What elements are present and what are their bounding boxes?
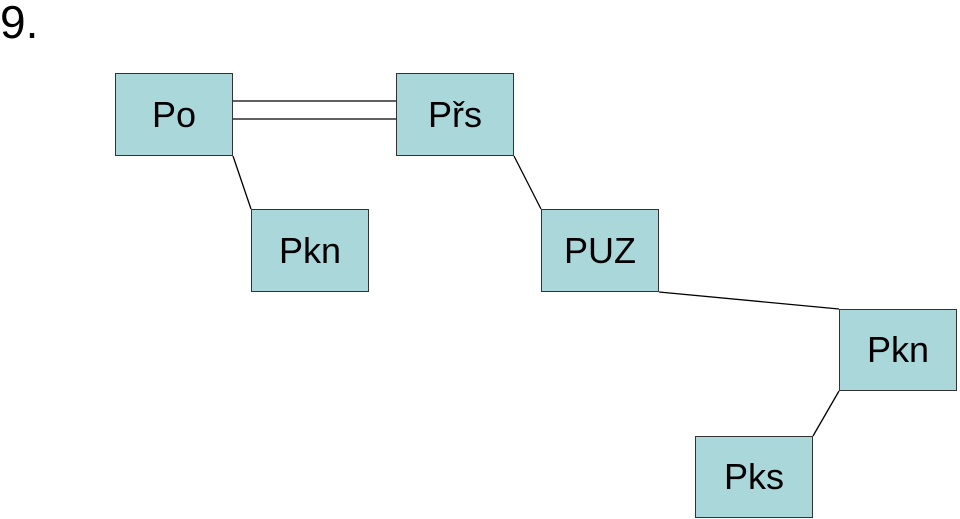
node-po: Po: [115, 73, 233, 156]
node-prs: Přs: [396, 73, 514, 156]
node-pkn-left: Pkn: [251, 209, 369, 292]
node-pks: Pks: [695, 436, 813, 518]
connector-pkn-pks: [812, 390, 840, 437]
connector-prs-puz: [513, 155, 542, 210]
connector-po-pkn: [232, 155, 252, 210]
slide-number: 9.: [0, 0, 39, 48]
connector-puz-pkn: [658, 291, 840, 310]
node-pkn-right: Pkn: [839, 309, 957, 391]
node-puz: PUZ: [541, 209, 659, 292]
